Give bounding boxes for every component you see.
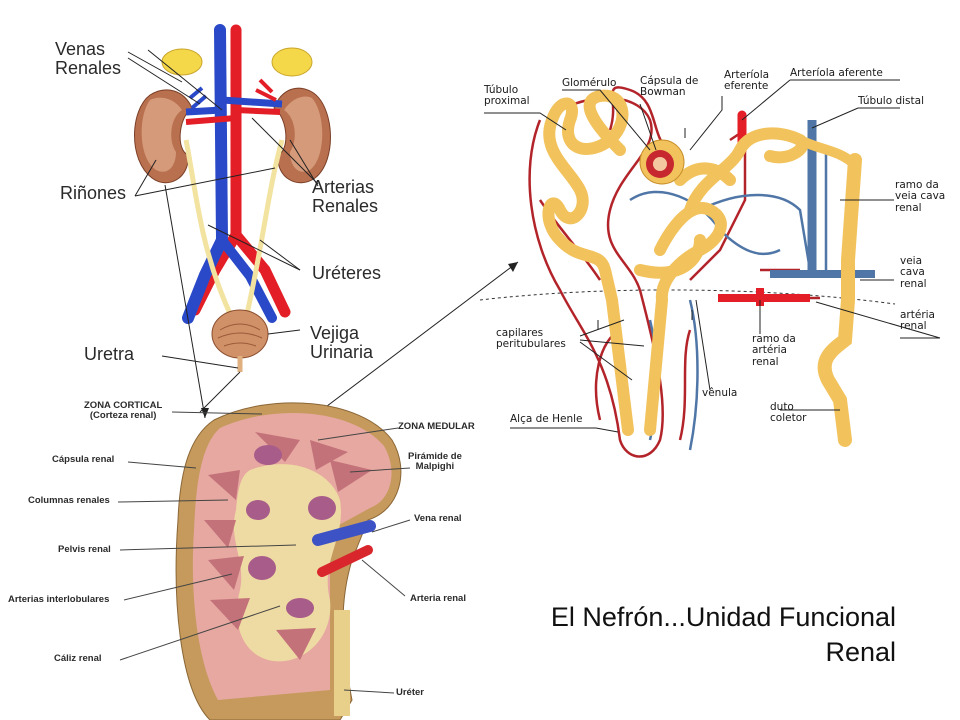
label-caliz-renal: Cáliz renal [54, 653, 102, 664]
label-arteriola-eferente: Arteríola eferente [724, 69, 770, 93]
label-duto-coletor: duto coletor [770, 401, 807, 425]
label-arterias-interlobulares: Arterias interlobulares [8, 594, 110, 605]
label-uretra: Uretra [84, 344, 135, 364]
label-venula: vênula [702, 387, 738, 399]
label-ramo-arteria-renal: ramo da artéria renal [752, 333, 796, 368]
label-piramide: Pirámide de Malpighi [408, 451, 462, 473]
label-vena-renal: Vena renal [414, 513, 462, 524]
label-arterias-renales: Arterias Renales [312, 177, 379, 217]
label-tubulo-distal: Túbulo distal [858, 95, 924, 107]
label-veia-cava-renal: veia cava renal [900, 255, 927, 290]
label-capilares-peritubulares: capilares peritubulares [496, 327, 566, 351]
label-zona-cortical: ZONA CORTICAL (Corteza renal) [84, 400, 163, 422]
label-venas-renales: Venas Renales [55, 39, 122, 79]
label-arteria-renal: Arteria renal [410, 593, 466, 604]
label-columnas-renales: Columnas renales [28, 495, 110, 506]
slide-title-line1: El Nefrón...Unidad Funcional [550, 602, 896, 632]
label-capsula-renal: Cápsula renal [52, 454, 115, 465]
label-glomerulo: Glomérulo [562, 77, 617, 89]
label-arteriola-aferente: Arteríola aferente [790, 67, 883, 79]
label-ureter: Uréter [396, 687, 424, 698]
label-pelvis-renal: Pelvis renal [58, 544, 111, 555]
label-ramo-veia-cava: ramo da veia cava renal [895, 179, 946, 214]
label-rinones: Riñones [60, 183, 127, 203]
label-ureteres: Uréteres [312, 263, 382, 283]
label-vejiga: Vejiga Urinaria [310, 323, 374, 363]
label-alca-henle: Alça de Henle [510, 413, 583, 425]
slide-title-line2: Renal [825, 637, 896, 668]
label-arteria-renal-nephron: artéria renal [900, 309, 935, 333]
slide-title: El Nefrón...Unidad Funcional Renal [476, 600, 896, 670]
label-tubulo-proximal: Túbulo proximal [484, 84, 530, 108]
label-zona-medular: ZONA MEDULAR [398, 421, 475, 432]
label-capsula-bowman: Cápsula de Bowman [640, 75, 699, 99]
